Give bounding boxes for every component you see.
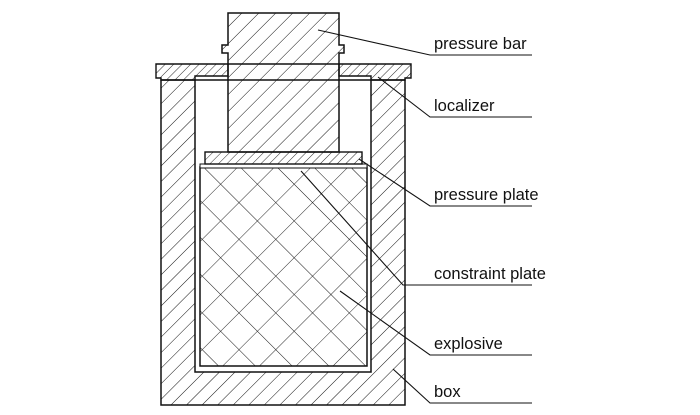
leader-pressure-bar xyxy=(317,29,532,56)
label-constraint-plate: constraint plate xyxy=(434,265,546,283)
explosive-charge xyxy=(199,166,368,367)
leader-pressure-plate xyxy=(358,158,532,207)
label-localizer: localizer xyxy=(434,97,495,115)
pressure-bar xyxy=(221,12,345,153)
leader-localizer xyxy=(377,76,532,118)
label-box: box xyxy=(434,383,461,401)
leader-box xyxy=(392,368,532,404)
label-pressure-plate: pressure plate xyxy=(434,186,539,204)
leader-constraint-plate xyxy=(300,170,532,286)
leader-explosive xyxy=(339,290,532,356)
pressure-plate xyxy=(204,151,363,165)
leader-lines xyxy=(300,29,532,404)
label-pressure-bar: pressure bar xyxy=(434,35,527,53)
label-explosive: explosive xyxy=(434,335,503,353)
